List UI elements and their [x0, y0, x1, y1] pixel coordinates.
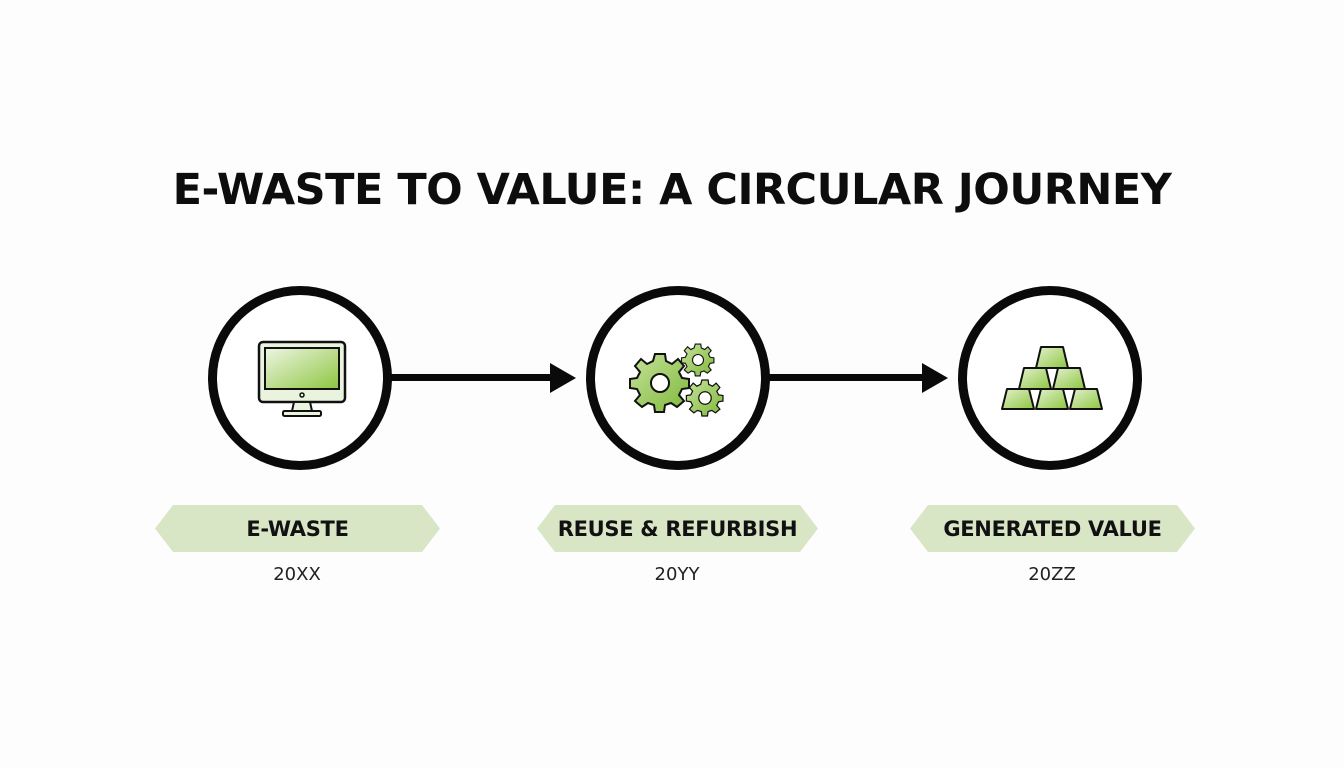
gold-bars-icon	[1001, 346, 1103, 410]
step-label-e-waste: E-WASTE	[155, 505, 440, 552]
step-label-reuse-refurbish: REUSE & REFURBISH	[537, 505, 818, 552]
step-year-reuse-refurbish: 20YY	[654, 564, 700, 585]
computer-monitor-icon	[257, 340, 347, 417]
gears-icon	[629, 343, 724, 417]
step-circle-reuse-refurbish	[586, 286, 770, 470]
arrow-right-icon	[390, 363, 576, 393]
step-circle-generated-value	[958, 286, 1142, 470]
step-circle-e-waste	[208, 286, 392, 470]
step-year-e-waste: 20XX	[273, 564, 321, 585]
step-label-generated-value: GENERATED VALUE	[910, 505, 1195, 552]
arrow-right-icon	[768, 363, 948, 393]
page-title: E-WASTE TO VALUE: A CIRCULAR JOURNEY	[172, 165, 1172, 215]
step-year-generated-value: 20ZZ	[1028, 564, 1076, 585]
